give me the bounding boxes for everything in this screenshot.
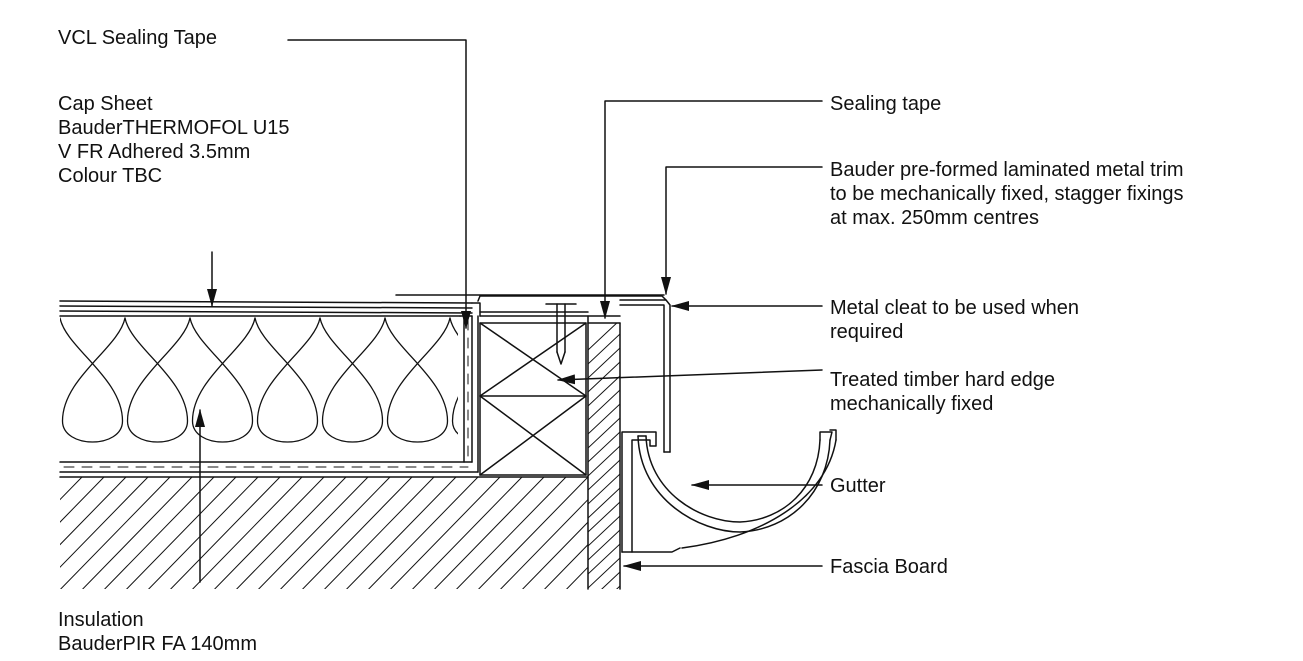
hatch-line — [60, 477, 149, 568]
hatch-line — [588, 543, 620, 575]
label-vcl-sealing-tape: VCL Sealing Tape — [58, 26, 217, 50]
hatch-line — [588, 529, 620, 561]
insulation-loop — [124, 317, 191, 443]
hatch-line — [60, 477, 83, 501]
hatch-line — [588, 375, 620, 407]
hatch-line — [434, 477, 545, 589]
hatch-line — [192, 477, 303, 589]
label-metal-trim: Bauder pre-formed laminated metal trim t… — [830, 158, 1184, 230]
hatch-line — [588, 323, 618, 351]
hatch-line — [601, 571, 620, 589]
label-gutter: Gutter — [830, 474, 886, 498]
label-sealing-tape: Sealing tape — [830, 92, 941, 116]
label-line: VCL Sealing Tape — [58, 27, 218, 49]
label-cap-sheet: Cap Sheet BauderTHERMOFOL U15 V FR Adher… — [58, 92, 290, 188]
label-line: required — [830, 321, 904, 343]
insulation-boards — [59, 315, 461, 443]
concrete-deck — [59, 476, 589, 589]
insulation-loop — [189, 317, 256, 443]
hatch-line — [588, 515, 620, 547]
hatch-line — [588, 431, 620, 463]
insulation-loop — [384, 317, 451, 443]
vapour-control-layer — [59, 315, 479, 473]
hatch-line — [588, 600, 620, 630]
fascia-board — [587, 322, 621, 644]
hatch-line — [258, 477, 369, 589]
insulation-loop — [254, 317, 321, 443]
label-line: Metal cleat to be used when — [830, 297, 1080, 319]
hatch-line — [588, 445, 620, 477]
hatch-line — [60, 477, 61, 478]
hatch-line — [566, 566, 588, 589]
insulation-loop — [60, 317, 126, 443]
hatch-line — [588, 473, 620, 505]
label-line: Fascia Board — [830, 556, 948, 578]
label-line: to be mechanically fixed, stagger fixing… — [830, 183, 1184, 205]
hatch-line — [522, 521, 588, 589]
hatch-line — [478, 477, 588, 589]
label-line: Treated timber hard edge — [830, 369, 1055, 391]
label-line: BauderPIR FA 140mm — [58, 633, 257, 655]
hatch-line — [588, 361, 620, 393]
hatch-line — [588, 459, 620, 491]
label-metal-cleat: Metal cleat to be used when required — [830, 296, 1079, 344]
label-line: Sealing tape — [830, 93, 942, 115]
label-line: Gutter — [830, 475, 886, 497]
label-line: V FR Adhered 3.5mm — [58, 141, 251, 163]
hatch-line — [148, 477, 259, 589]
hatch-line — [412, 477, 523, 589]
hatch-line — [82, 477, 193, 589]
hatch-line — [346, 477, 457, 589]
label-insulation: Insulation BauderPIR FA 140mm — [58, 608, 257, 656]
label-line: Bauder pre-formed laminated metal trim — [830, 159, 1184, 181]
hatch-line — [126, 477, 237, 589]
hatch-line — [456, 477, 567, 589]
gutter-bracket — [621, 431, 681, 553]
gutter — [637, 429, 837, 549]
hatch-line — [302, 477, 413, 589]
cap-sheet-membrane — [59, 294, 667, 324]
label-fascia-board: Fascia Board — [830, 555, 948, 579]
insulation-loop — [449, 317, 458, 435]
hatch-line — [60, 477, 171, 589]
leader-lines — [195, 39, 823, 583]
hatch-line — [60, 477, 105, 523]
hatch-line — [588, 347, 620, 379]
hatch-line — [280, 477, 391, 589]
label-line: mechanically fixed — [830, 393, 994, 415]
timber-hard-edge — [479, 322, 587, 476]
hatch-line — [324, 477, 435, 589]
hatch-line — [588, 557, 620, 589]
hatch-line — [588, 333, 620, 365]
hatch-line — [236, 477, 347, 589]
hatch-line — [500, 498, 588, 589]
hatch-line — [544, 543, 588, 589]
label-line: Insulation — [58, 609, 144, 631]
label-line: Colour TBC — [58, 165, 163, 187]
label-line: BauderTHERMOFOL U15 — [58, 117, 290, 139]
label-line: at max. 250mm centres — [830, 207, 1039, 229]
hatch-line — [588, 403, 620, 435]
hatch-line — [588, 501, 620, 533]
hatch-line — [588, 389, 620, 421]
insulation-loop — [319, 317, 386, 443]
hatch-line — [588, 417, 620, 449]
hatch-line — [390, 477, 501, 589]
hatch-line — [104, 477, 215, 589]
metal-trim — [619, 299, 671, 453]
hatch-line — [588, 614, 620, 644]
hatch-line — [170, 477, 281, 589]
hatch-line — [588, 487, 620, 519]
hatch-line — [60, 477, 127, 546]
screw-fixing — [545, 303, 577, 365]
hatch-line — [368, 477, 479, 589]
label-timber-edge: Treated timber hard edge mechanically fi… — [830, 368, 1055, 416]
hatch-line — [214, 477, 325, 589]
label-line: Cap Sheet — [58, 93, 153, 115]
hatch-line — [616, 585, 620, 589]
